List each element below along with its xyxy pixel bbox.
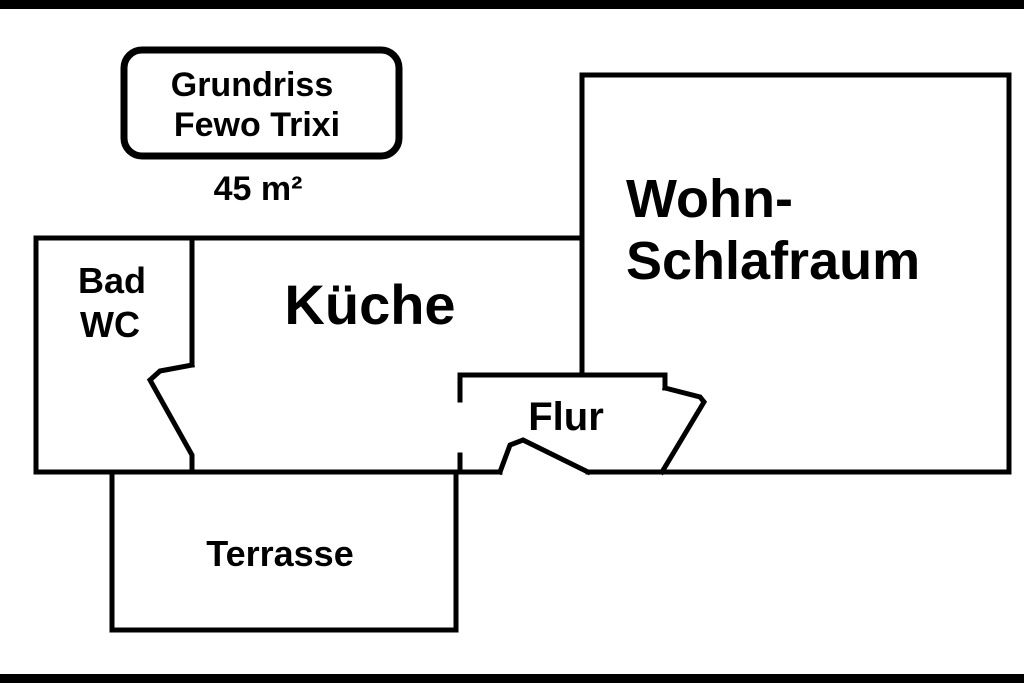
room-label-schlafraum: Schlafraum [626, 231, 920, 291]
room-label-wc: WC [80, 304, 140, 345]
door-flur-right [658, 384, 708, 476]
room-label-kueche: Küche [284, 273, 455, 336]
room-label-terrasse: Terrasse [206, 533, 353, 574]
frame-bottom-bar [0, 674, 1024, 683]
title-line-2: Fewo Trixi [174, 106, 340, 144]
room-label-wohn: Wohn- [626, 169, 793, 229]
wall-wohnraum [579, 72, 1012, 475]
title-line-1: Grundriss [171, 66, 333, 104]
title-box [120, 46, 403, 160]
area-label: 45 m² [214, 170, 303, 208]
wall-terrasse [109, 469, 459, 633]
frame-top-bar [0, 0, 1024, 9]
door-bad [146, 362, 195, 475]
room-label-flur: Flur [528, 395, 604, 439]
room-label-bad: Bad [78, 260, 146, 301]
door-entrance [496, 437, 592, 476]
wall-flur-top [457, 372, 668, 403]
